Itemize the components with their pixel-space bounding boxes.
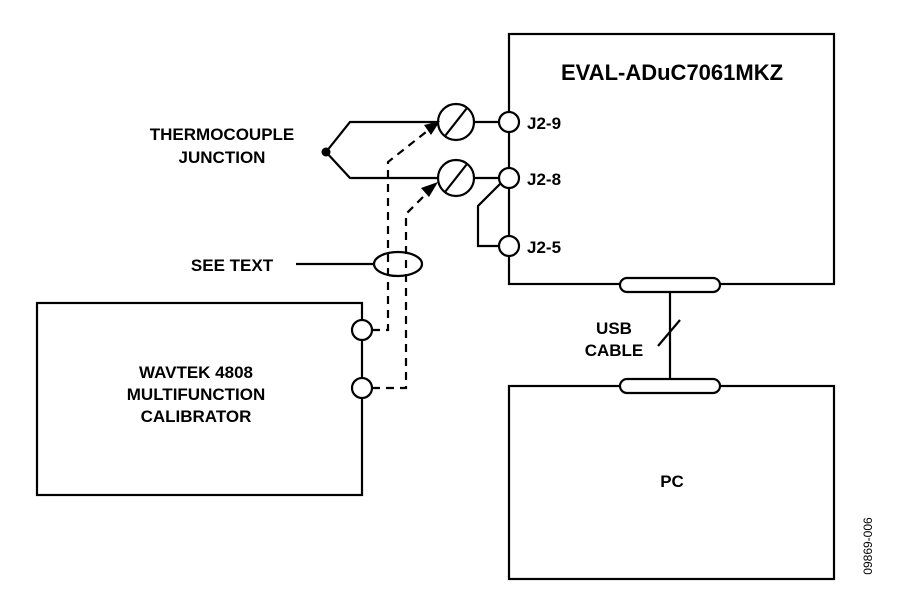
connector-j2-9-label: J2-9 [527,114,561,133]
calibrator-label-line2: MULTIFUNCTION [127,385,266,404]
pc-box [507,384,836,581]
connector-j2-5-label: J2-5 [527,238,561,257]
thermocouple-junction-dot [321,147,331,157]
connector-j2-8 [497,166,521,190]
calibrator-box [35,301,364,497]
figure-id: 09869-006 [861,517,875,575]
thermocouple-wire-bottom [325,151,438,180]
calibrator-lead-lower [372,195,425,390]
calibrator-output-upper [350,318,374,342]
usb-connector-top [618,276,722,294]
see-text-ellipse [372,250,424,278]
usb-cable-slash [657,319,681,347]
screw-terminal-bottom [436,158,476,198]
eval-board-box [507,32,836,286]
connector-j2-5 [497,234,521,258]
thermocouple-label-line2: JUNCTION [179,148,266,167]
see-text-label: SEE TEXT [191,256,274,275]
pc-label: PC [660,472,684,491]
arrow-head-lower [421,182,438,197]
calibrator-output-lower [350,376,374,400]
usb-cable-label-line2: CABLE [585,341,644,360]
calibrator-label-line3: CALIBRATOR [141,407,252,426]
connector-j2-8-label: J2-8 [527,170,561,189]
thermocouple-wire-top [325,120,438,153]
jumper-wire [476,183,501,248]
arrow-head-upper [424,121,440,135]
usb-connector-bottom [618,377,722,395]
thermocouple-label-line1: THERMOCOUPLE [150,125,295,144]
screw-terminal-top [436,102,476,142]
eval-board-label: EVAL-ADuC7061MKZ [561,60,783,85]
connector-j2-9 [497,110,521,134]
calibrator-lead-upper [372,131,427,332]
calibrator-label-line1: WAVTEK 4808 [139,363,253,382]
usb-cable-label-line1: USB [596,319,632,338]
